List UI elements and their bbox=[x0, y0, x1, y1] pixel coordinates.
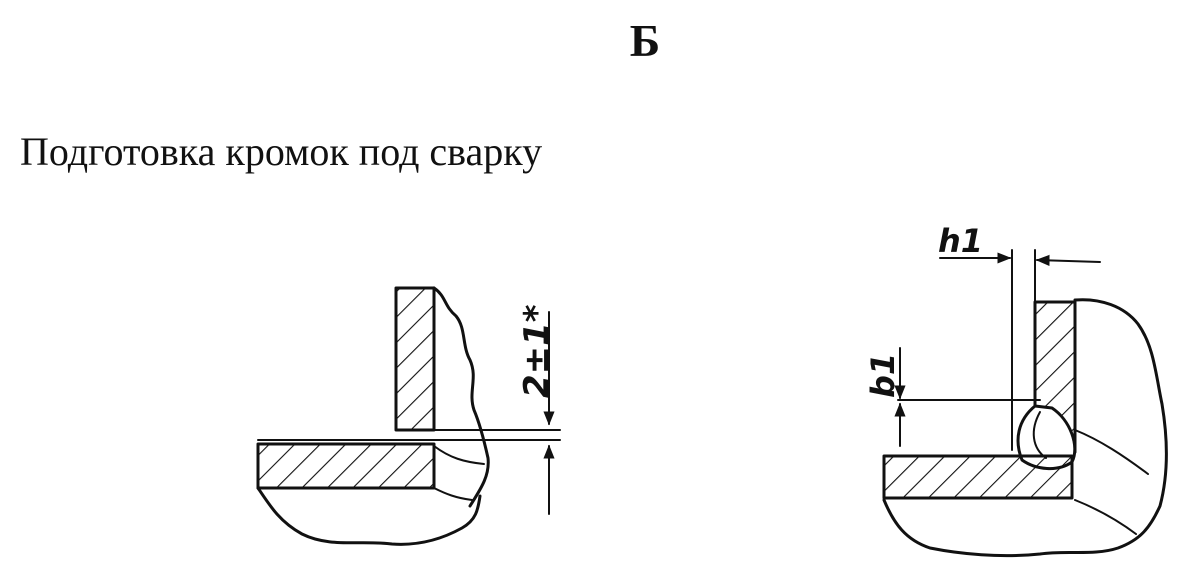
left-vertical-break-line bbox=[432, 286, 490, 508]
right-horizontal-plate bbox=[882, 454, 1074, 500]
right-b1-dimension-label: b1 bbox=[864, 353, 902, 398]
right-h1-dimension-label: h1 bbox=[938, 222, 983, 260]
left-lower-break-line bbox=[256, 486, 482, 546]
caption-title: Подготовка кромок под сварку bbox=[20, 129, 543, 174]
left-joint-drawing bbox=[256, 286, 561, 546]
right-joint-drawing bbox=[882, 249, 1168, 558]
left-corner-hint bbox=[433, 445, 485, 465]
right-joint-line-1 bbox=[1074, 429, 1149, 475]
left-corner-hint-2 bbox=[433, 487, 473, 501]
left-horizontal-plate bbox=[256, 442, 436, 490]
left-gap-dimension-label: 2±1* bbox=[517, 304, 557, 398]
section-letter: Б bbox=[629, 15, 661, 66]
right-joint-line-2 bbox=[1074, 499, 1137, 535]
right-h1-dim-line-right bbox=[1035, 254, 1101, 266]
left-vertical-plate bbox=[394, 286, 436, 432]
right-break-line bbox=[882, 298, 1168, 558]
